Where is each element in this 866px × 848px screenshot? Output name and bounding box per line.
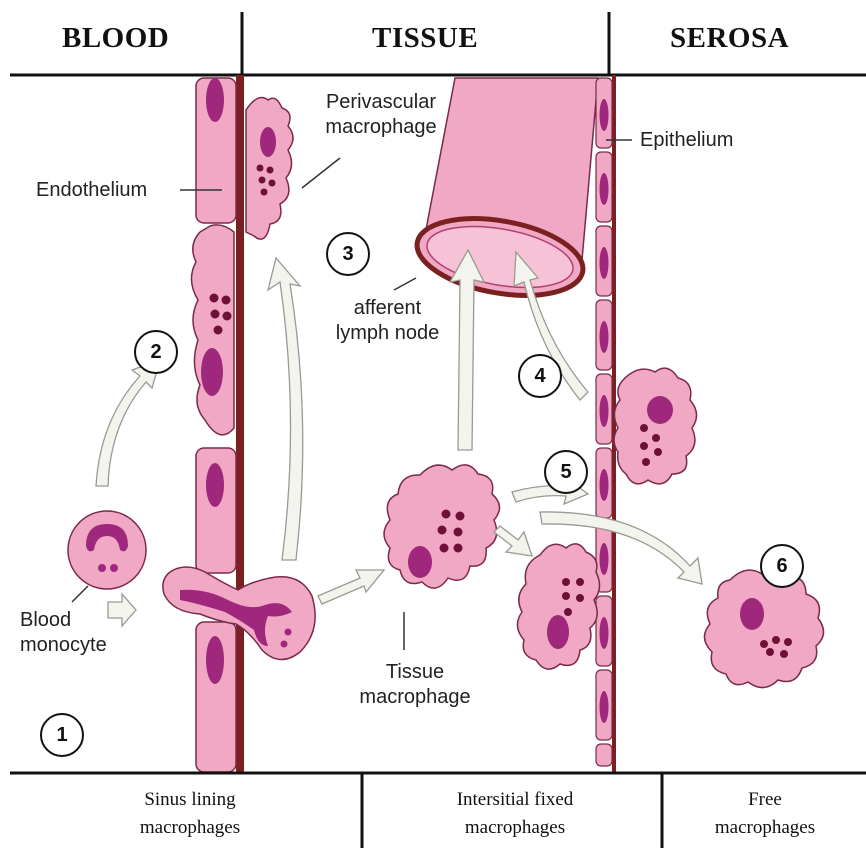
label-blood-monocyte-line1: Blood xyxy=(20,608,107,633)
footer-sinus-line1: Sinus lining xyxy=(90,786,290,814)
epithelial-nucleus xyxy=(600,691,609,723)
epithelial-crossing-macrophage xyxy=(614,368,697,484)
free-macrophage xyxy=(704,568,823,687)
epithelial-nucleus xyxy=(600,99,609,131)
label-endothelium: Endothelium xyxy=(36,178,147,203)
footer-sinus-line2: macrophages xyxy=(90,814,290,842)
label-perivascular: Perivascular macrophage xyxy=(306,90,456,140)
label-blood-monocyte-line2: monocyte xyxy=(20,633,107,658)
arrow-monocyte-in xyxy=(108,594,136,626)
marker-3: 3 xyxy=(326,232,370,276)
label-perivascular-line2: macrophage xyxy=(306,115,456,140)
footer-free-line2: macrophages xyxy=(680,814,850,842)
footer-interstitial-line2: macrophages xyxy=(400,814,630,842)
header-blood: BLOOD xyxy=(62,22,169,55)
label-afferent-line2: lymph node xyxy=(320,321,455,346)
marker-5: 5 xyxy=(544,450,588,494)
epithelial-nucleus xyxy=(600,321,609,353)
epithelial-nucleus xyxy=(600,247,609,279)
label-perivascular-line1: Perivascular xyxy=(306,90,456,115)
sinus-lining-macrophage xyxy=(191,225,234,435)
epithelial-nucleus xyxy=(600,543,609,575)
arrow-to-sinus xyxy=(96,360,160,486)
epithelial-nucleus xyxy=(600,617,609,649)
footer-interstitial-line1: Intersitial fixed xyxy=(400,786,630,814)
footer-sinus: Sinus lining macrophages xyxy=(90,786,290,842)
arrow-to-interstitial xyxy=(494,526,532,556)
epithelial-nucleus xyxy=(600,173,609,205)
epithelial-cell xyxy=(596,744,612,766)
arrow-to-lymph-left xyxy=(450,250,484,450)
label-epithelium: Epithelium xyxy=(640,128,733,153)
footer-free: Free macrophages xyxy=(680,786,850,842)
arrow-to-perivascular xyxy=(268,258,303,560)
marker-4: 4 xyxy=(518,354,562,398)
epithelium-layer xyxy=(596,75,616,772)
perivascular-macrophage xyxy=(246,98,293,240)
epithelial-nucleus xyxy=(600,395,609,427)
interstitial-macrophage xyxy=(517,544,599,669)
header-serosa: SEROSA xyxy=(670,22,789,55)
arrow-to-tissue xyxy=(318,570,384,604)
label-afferent: afferent lymph node xyxy=(320,296,455,346)
epithelial-nucleus xyxy=(600,469,609,501)
marker-6: 6 xyxy=(760,544,804,588)
label-blood-monocyte: Blood monocyte xyxy=(20,608,107,658)
marker-1: 1 xyxy=(40,713,84,757)
header-tissue: TISSUE xyxy=(372,22,478,55)
blood-monocyte xyxy=(68,511,146,589)
footer-free-line1: Free xyxy=(680,786,850,814)
marker-2: 2 xyxy=(134,330,178,374)
label-afferent-line1: afferent xyxy=(320,296,455,321)
footer-interstitial: Intersitial fixed macrophages xyxy=(400,786,630,842)
label-tissue-macrophage-line2: macrophage xyxy=(340,685,490,710)
label-tissue-macrophage-line1: Tissue xyxy=(340,660,490,685)
label-tissue-macrophage: Tissue macrophage xyxy=(340,660,490,710)
tissue-macrophage xyxy=(384,465,500,588)
